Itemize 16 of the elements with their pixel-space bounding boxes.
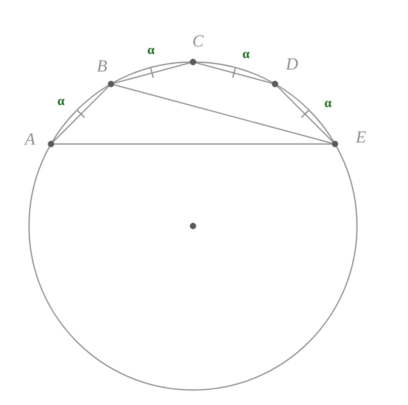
chord xyxy=(54,143,332,145)
edge-label: α xyxy=(148,48,154,54)
chord xyxy=(114,84,332,144)
chord xyxy=(276,86,334,142)
point-label: C xyxy=(193,35,204,47)
point-label: D xyxy=(286,58,298,70)
edge-label: α xyxy=(242,52,250,58)
edge-label: α xyxy=(324,100,332,108)
chord xyxy=(196,62,272,84)
edge-label: α xyxy=(58,98,64,106)
chord xyxy=(52,86,110,142)
chord xyxy=(114,62,190,84)
point-label: E xyxy=(356,131,366,143)
point-label: A xyxy=(24,133,36,145)
point xyxy=(190,222,196,230)
point-label: B xyxy=(96,60,107,72)
